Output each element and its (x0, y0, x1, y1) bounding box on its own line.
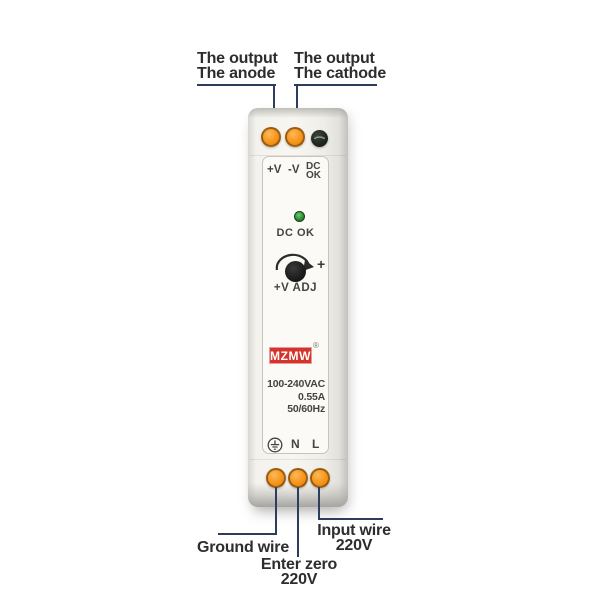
din-rail-power-supply: +V -V DC OK DC OK + +V ADJ MZMW ® 100-24… (248, 108, 348, 507)
callout-line-input-horizontal (318, 518, 383, 520)
adjust-label: +V ADJ (273, 282, 318, 294)
callout-line-anode-horizontal (197, 84, 276, 86)
label-dc: DC (306, 161, 321, 172)
line-terminal (310, 468, 330, 488)
annotation-output-anode: The output The anode (197, 50, 278, 82)
annotation-output-cathode-line1: The output (294, 50, 375, 67)
callout-line-anode-vertical (273, 84, 275, 127)
spec-frequency: 50/60Hz (287, 403, 325, 415)
annotation-output-anode-line1: The output (197, 50, 278, 67)
output-terminal-anode (261, 127, 281, 147)
annotation-enter-zero-line1: Enter zero (260, 556, 338, 573)
label-line: L (312, 437, 320, 451)
callout-line-ground-horizontal (218, 533, 277, 535)
screw-terminal (311, 130, 328, 147)
annotation-input-wire-line2: 220V (335, 537, 373, 554)
registered-trademark-icon: ® (313, 341, 319, 350)
front-panel-label: +V -V DC OK DC OK + +V ADJ MZMW ® 100-24… (262, 156, 329, 454)
dc-ok-label: DC OK (276, 227, 315, 239)
voltage-adjust-knob (285, 261, 306, 282)
device-seam-top (250, 155, 346, 156)
annotation-enter-zero: Enter zero 220V (259, 556, 339, 588)
screw-slot-icon (313, 136, 326, 140)
label-neutral: N (291, 437, 300, 451)
annotation-enter-zero-line2: 220V (280, 571, 318, 588)
spec-voltage: 100-240VAC (267, 378, 325, 390)
annotation-input-wire: Input wire 220V (314, 522, 394, 554)
device-top-cap (248, 108, 348, 120)
label-dc-ok-stacked: DC OK (306, 161, 321, 181)
spec-current: 0.55A (297, 390, 325, 403)
annotation-output-cathode: The output The cathode (294, 50, 387, 82)
annotation-ground-wire-line1: Ground wire (197, 539, 290, 556)
callout-line-cathode-vertical (296, 84, 298, 127)
spec-ratings: 100-240VAC 0.55A 50/60Hz (267, 378, 325, 416)
adjust-plus-sign: + (317, 256, 326, 272)
annotation-ground-wire: Ground wire (197, 539, 290, 556)
label-minus-v: -V (288, 164, 300, 176)
dc-ok-led-icon (294, 211, 305, 222)
callout-line-ground-vertical (275, 487, 277, 535)
output-terminal-cathode (285, 127, 305, 147)
annotation-input-wire-line1: Input wire (317, 522, 391, 539)
callout-line-cathode-horizontal (294, 84, 377, 86)
callout-line-input-vertical (318, 487, 320, 520)
neutral-terminal (288, 468, 308, 488)
earth-ground-icon (267, 437, 283, 453)
ground-terminal (266, 468, 286, 488)
annotation-output-cathode-line2: The cathode (294, 65, 387, 82)
device-seam-bottom (250, 459, 346, 460)
brand-logo: MZMW (269, 347, 312, 364)
callout-line-neutral-vertical (297, 487, 299, 557)
annotation-output-anode-line2: The anode (197, 65, 276, 82)
label-ok: OK (306, 170, 321, 181)
label-plus-v: +V (267, 164, 282, 176)
